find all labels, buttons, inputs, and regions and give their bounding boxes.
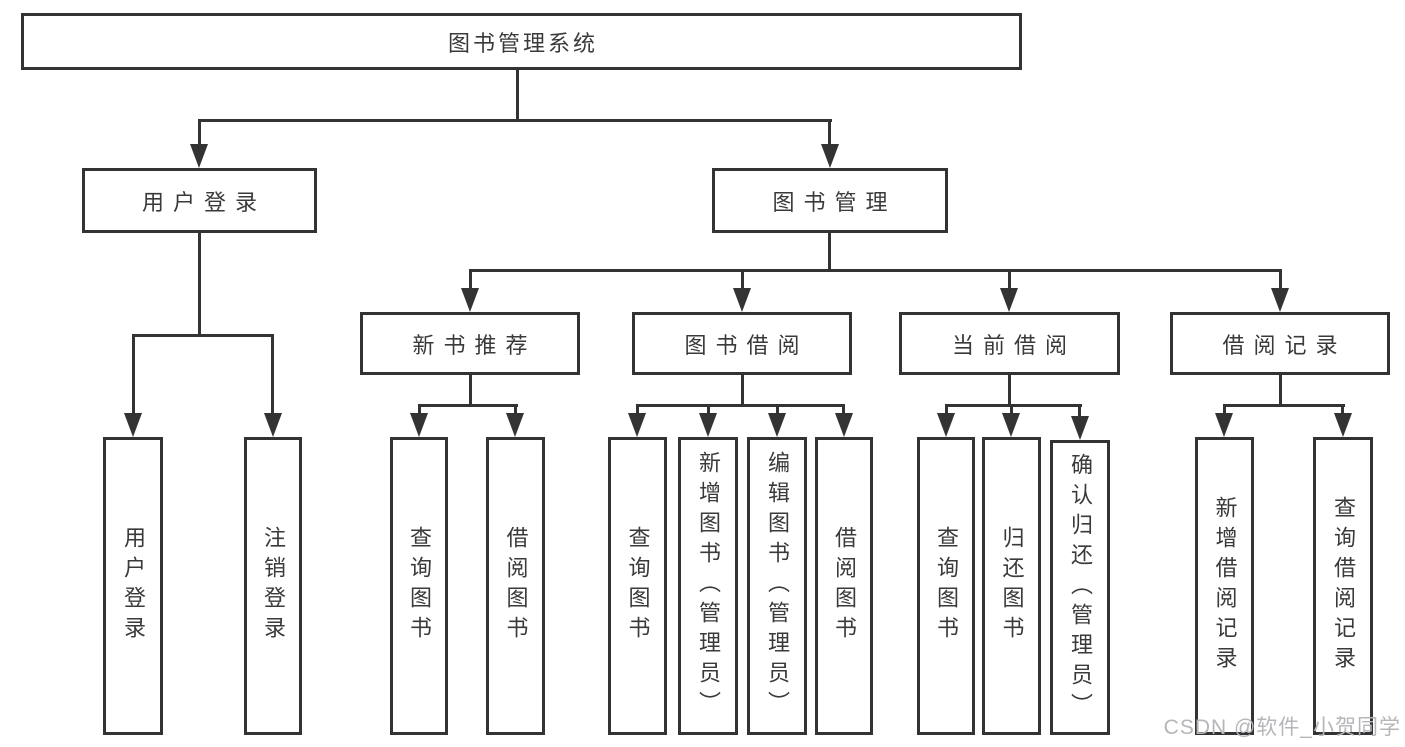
connector-line <box>828 233 831 272</box>
connector-line <box>516 70 519 120</box>
leaf-logout: 注销登录 <box>244 437 302 735</box>
leaf-query-books-recommend: 查询图书 <box>390 437 448 735</box>
connector-line <box>1010 404 1013 418</box>
connector-line <box>1279 269 1282 290</box>
arrowhead-down-icon <box>733 288 751 312</box>
leaf-user-login: 用户登录 <box>103 437 163 735</box>
connector-line <box>132 334 274 337</box>
csdn-watermark: CSDN @软件_小贺同学 <box>1163 716 1401 739</box>
connector-line <box>514 404 517 418</box>
arrowhead-down-icon <box>190 144 208 168</box>
connector-line <box>1008 375 1011 407</box>
leaf-query-books-borrow: 查询图书 <box>608 437 667 735</box>
arrowhead-down-icon <box>1002 413 1020 437</box>
node-current-borrow: 当前借阅 <box>899 312 1120 375</box>
arrowhead-down-icon <box>1071 416 1089 440</box>
connector-line <box>945 404 1082 407</box>
arrowhead-down-icon <box>264 413 282 437</box>
leaf-return-books: 归还图书 <box>982 437 1041 735</box>
connector-line <box>418 404 518 407</box>
arrowhead-down-icon <box>699 413 717 437</box>
arrowhead-down-icon <box>768 413 786 437</box>
arrowhead-down-icon <box>1215 413 1233 437</box>
leaf-add-books-admin: 新增图书（管理员） <box>678 437 738 735</box>
connector-line <box>842 404 845 418</box>
arrowhead-down-icon <box>410 413 428 437</box>
connector-line <box>271 334 274 414</box>
connector-line <box>776 404 779 418</box>
arrowhead-down-icon <box>937 413 955 437</box>
connector-line <box>707 404 710 418</box>
leaf-borrow-books-recommend: 借阅图书 <box>486 437 545 735</box>
connector-line <box>636 404 639 418</box>
connector-line <box>198 119 832 122</box>
arrowhead-down-icon <box>461 288 479 312</box>
connector-line <box>469 269 1282 272</box>
connector-line <box>469 375 472 407</box>
arrowhead-down-icon <box>821 144 839 168</box>
node-root-library-system: 图书管理系统 <box>21 13 1022 70</box>
connector-line <box>1078 404 1081 418</box>
node-book-borrow: 图书借阅 <box>632 312 852 375</box>
connector-line <box>741 269 744 290</box>
connector-line <box>418 404 421 418</box>
leaf-edit-books-admin: 编辑图书（管理员） <box>747 437 807 735</box>
connector-line <box>1223 404 1345 407</box>
arrowhead-down-icon <box>628 413 646 437</box>
node-user-login: 用户登录 <box>82 168 317 233</box>
node-new-book-recommend: 新书推荐 <box>360 312 580 375</box>
leaf-confirm-return-admin: 确认归还（管理员） <box>1050 440 1110 735</box>
connector-line <box>1341 404 1344 418</box>
arrowhead-down-icon <box>1271 288 1289 312</box>
connector-line <box>198 233 201 336</box>
connector-line <box>636 404 845 407</box>
connector-line <box>828 119 831 149</box>
arrowhead-down-icon <box>506 413 524 437</box>
leaf-query-books-current: 查询图书 <box>917 437 975 735</box>
arrowhead-down-icon <box>1000 288 1018 312</box>
leaf-add-borrow-record: 新增借阅记录 <box>1195 437 1254 735</box>
arrowhead-down-icon <box>124 413 142 437</box>
leaf-query-borrow-record: 查询借阅记录 <box>1313 437 1373 735</box>
arrowhead-down-icon <box>1334 413 1352 437</box>
node-borrow-records: 借阅记录 <box>1170 312 1390 375</box>
arrowhead-down-icon <box>835 413 853 437</box>
connector-line <box>469 269 472 290</box>
connector-line <box>741 375 744 407</box>
connector-line <box>1279 375 1282 407</box>
node-book-management: 图书管理 <box>712 168 948 233</box>
connector-line <box>1008 269 1011 290</box>
connector-line <box>945 404 948 418</box>
connector-line <box>1223 404 1226 418</box>
connector-line <box>132 334 135 414</box>
connector-line <box>198 119 201 149</box>
leaf-borrow-books: 借阅图书 <box>815 437 873 735</box>
